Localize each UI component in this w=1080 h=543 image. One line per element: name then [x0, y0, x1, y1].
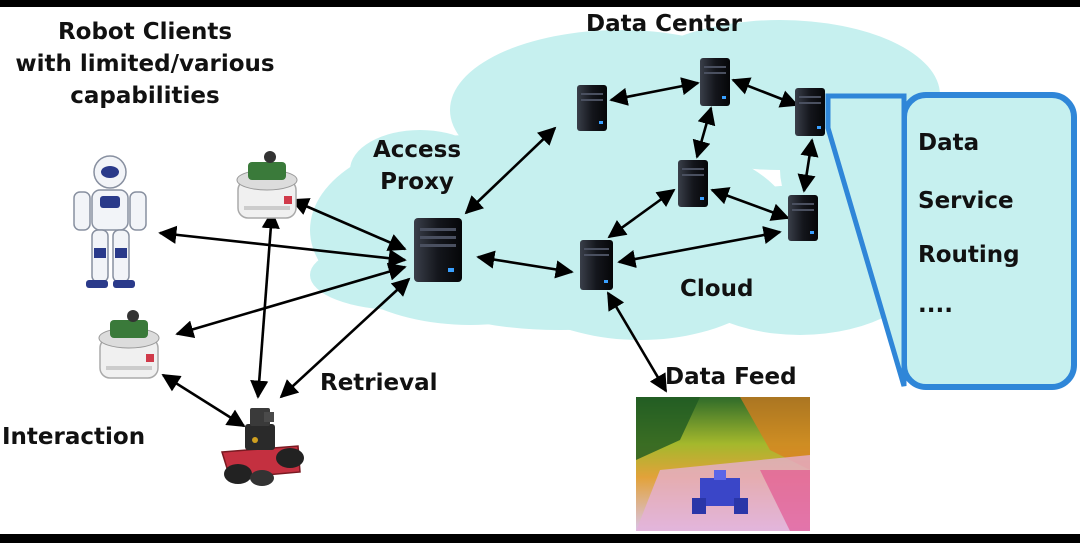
- panel-item-routing: Routing: [918, 242, 1020, 268]
- arrow-s1-proxy: [464, 126, 557, 215]
- server-icon: [580, 240, 613, 290]
- arrow-s6-datafeed: [606, 291, 668, 393]
- round-robot-icon: [98, 310, 160, 379]
- server-icon: [788, 195, 818, 241]
- arrow-proxy-rover: [279, 277, 411, 399]
- access-proxy-label: Access Proxy: [362, 134, 472, 198]
- arrow-proxy-s6: [476, 250, 574, 279]
- arrow-proxy-roundbot-top: [290, 198, 407, 251]
- robot-clients-line-2: with limited/various: [15, 51, 275, 77]
- server-icon: [795, 88, 825, 136]
- retrieval-label: Retrieval: [320, 370, 438, 396]
- arrow-s5-s6: [617, 226, 782, 268]
- info-panel: [825, 92, 1077, 390]
- cloud-label: Cloud: [680, 276, 754, 302]
- round-robot-icon: [236, 151, 298, 219]
- access-proxy-line-1: Access: [372, 137, 462, 163]
- data-feed-label: Data Feed: [665, 364, 797, 390]
- robot-clients-line-3: capabilities: [70, 83, 220, 109]
- arrow-s1-s2: [609, 77, 700, 106]
- server-icon: [700, 58, 730, 106]
- top-border: [0, 0, 1080, 7]
- arrow-s3-s5: [797, 138, 819, 193]
- interaction-label: Interaction: [2, 424, 146, 450]
- arrow-s4-s5: [710, 187, 790, 221]
- panel-item-service: Service: [918, 188, 1014, 214]
- robot-clients-line-1: Robot Clients: [57, 19, 233, 45]
- proxy-server-icon: [414, 218, 462, 282]
- arrow-s2-s3: [731, 77, 799, 108]
- bottom-border: [0, 534, 1080, 543]
- arrow-rover-roundbot-left: [161, 373, 246, 428]
- arrow-s2-s4: [692, 106, 716, 159]
- panel-item-data: Data: [918, 130, 980, 156]
- access-proxy-line-2: Proxy: [380, 169, 454, 195]
- data-center-label: Data Center: [586, 11, 742, 37]
- rover-robot-icon: [221, 408, 304, 486]
- humanoid-robot-icon: [73, 155, 147, 288]
- panel-item-ellipsis: ....: [918, 292, 953, 318]
- server-icon: [678, 160, 708, 207]
- connection-arrows: [158, 77, 819, 428]
- point-cloud-image: [636, 397, 810, 531]
- panel-callout-wedge: [825, 93, 907, 387]
- arrow-proxy-humanoid: [158, 225, 407, 268]
- arrow-roundbot-rover: [250, 210, 280, 399]
- server-icon: [577, 85, 607, 131]
- robot-clients-title: Robot Clients with limited/various capab…: [0, 16, 290, 112]
